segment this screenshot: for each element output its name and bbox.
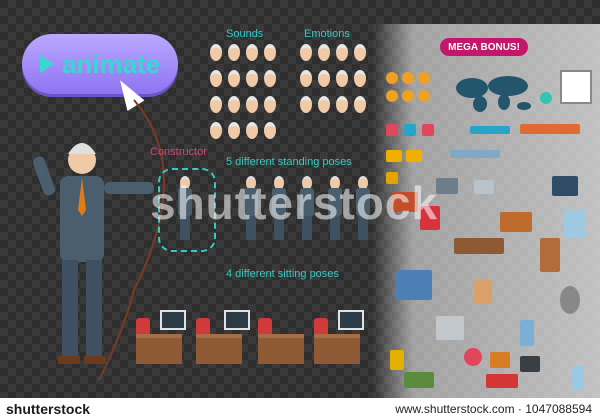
laptop-icon	[436, 178, 458, 194]
chart-icon	[540, 92, 552, 104]
monitor-icon	[338, 310, 364, 330]
desk	[258, 334, 304, 364]
standing-pose	[272, 176, 286, 242]
face	[228, 70, 240, 87]
world-map-icon	[456, 76, 531, 112]
cabinet-icon	[500, 212, 532, 232]
footer-bar: shutterstock www.shutterstock.com · 1047…	[0, 398, 600, 420]
briefcase-icon	[520, 356, 540, 372]
face	[336, 44, 348, 61]
chart-board-icon	[560, 70, 592, 104]
standing-pose	[300, 176, 314, 242]
face	[354, 96, 366, 113]
constructor-label: Constructor	[150, 146, 207, 158]
printer-icon	[474, 180, 494, 194]
face	[318, 70, 330, 87]
coin-icon	[402, 90, 414, 102]
emotions-label: Emotions	[304, 28, 350, 40]
coin-icon	[402, 72, 414, 84]
animate-button-label: animate	[61, 48, 161, 79]
face	[264, 96, 276, 113]
face	[264, 44, 276, 61]
box-icon	[392, 192, 418, 212]
briefcase-icon	[490, 352, 510, 368]
water-cooler-icon	[520, 320, 534, 346]
face	[264, 122, 276, 139]
desk	[136, 334, 182, 364]
star-icon	[386, 172, 398, 184]
face	[300, 70, 312, 87]
chair-icon	[420, 206, 440, 230]
standing-poses-label: 5 different standing poses	[226, 156, 352, 168]
door-icon	[540, 238, 560, 272]
pin-icon	[404, 124, 416, 136]
face	[336, 70, 348, 87]
monitor-icon	[224, 310, 250, 330]
table-icon	[454, 238, 504, 254]
sounds-label: Sounds	[226, 28, 264, 40]
bar-chart-icon	[520, 124, 580, 134]
bar-chart-icon	[470, 126, 510, 134]
play-icon	[39, 55, 54, 73]
footer-site: www.shutterstock.com · 1047088594	[395, 402, 592, 416]
sitting-poses-label: 4 different sitting poses	[226, 268, 339, 280]
standing-pose	[328, 176, 342, 242]
coin-icon	[386, 90, 398, 102]
coin-icon	[418, 90, 430, 102]
face	[354, 70, 366, 87]
coin-icon	[386, 72, 398, 84]
character-illustration	[32, 99, 165, 381]
standing-pose	[178, 176, 192, 242]
monitor-icon	[552, 176, 578, 196]
trophy-icon	[390, 350, 404, 370]
bottle-icon	[572, 366, 584, 390]
desk	[314, 334, 360, 364]
face	[300, 96, 312, 113]
window-icon	[564, 210, 586, 238]
helmet-icon	[406, 150, 422, 162]
face	[210, 44, 222, 61]
face	[246, 70, 258, 87]
mega-bonus-badge: MEGA BONUS!	[440, 38, 528, 56]
pin-icon	[422, 124, 434, 136]
face	[228, 96, 240, 113]
face	[336, 96, 348, 113]
coin-icon	[418, 72, 430, 84]
animate-button[interactable]: animate	[22, 34, 178, 94]
face	[318, 44, 330, 61]
face	[210, 70, 222, 87]
constructor-outline	[158, 168, 216, 252]
face	[228, 44, 240, 61]
face	[300, 44, 312, 61]
parcel-icon	[474, 280, 492, 304]
face	[318, 96, 330, 113]
standing-pose	[244, 176, 258, 242]
magnifier-icon	[560, 286, 580, 314]
pin-icon	[386, 124, 398, 136]
car-icon	[404, 372, 434, 388]
face	[264, 70, 276, 87]
binders-icon	[396, 270, 432, 300]
face	[228, 122, 240, 139]
face	[210, 96, 222, 113]
monitor-icon	[160, 310, 186, 330]
desk	[196, 334, 242, 364]
watermark: shutterstock	[150, 177, 439, 229]
face	[246, 96, 258, 113]
graph-icon	[450, 150, 500, 158]
sports-car-icon	[486, 374, 518, 388]
face	[354, 44, 366, 61]
scanner-icon	[436, 316, 464, 340]
standing-pose	[356, 176, 370, 242]
face	[246, 44, 258, 61]
helmet-icon	[386, 150, 402, 162]
footer-brand: shutterstock	[6, 401, 91, 417]
face	[246, 122, 258, 139]
clock-icon	[464, 348, 482, 366]
face	[210, 122, 222, 139]
